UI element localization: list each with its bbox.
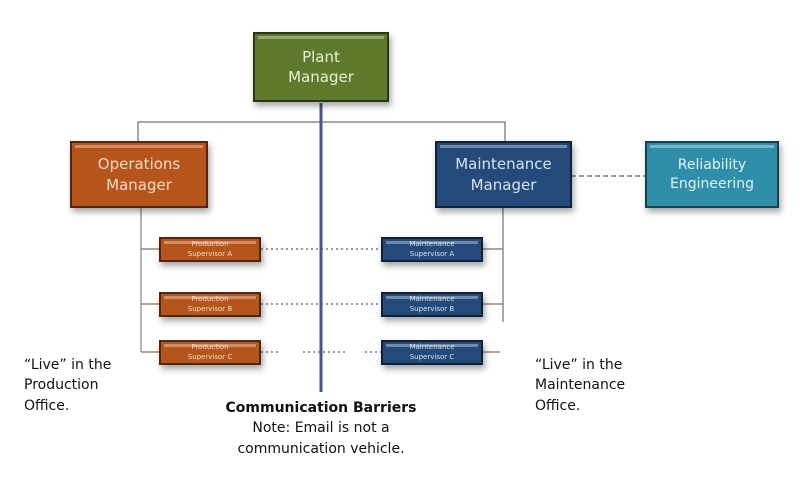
- node-maintenance-supervisor-a: Maintenance Supervisor A: [381, 237, 483, 262]
- barriers-line1: Note: Email is not a: [252, 420, 390, 437]
- node-reliability-engineering: Reliability Engineering: [645, 141, 779, 208]
- maintenance-office-line2: Maintenance: [535, 377, 626, 394]
- production-office-line2: Production: [24, 377, 99, 394]
- note-production-office: “Live” in the Production Office.: [24, 355, 111, 416]
- note-maintenance-office: “Live” in the Maintenance Office.: [535, 355, 625, 416]
- production-supervisor-a-line1: Production: [191, 239, 229, 248]
- production-supervisor-b-line2: Supervisor B: [187, 304, 233, 313]
- production-supervisor-a-line2: Supervisor A: [187, 249, 233, 258]
- production-supervisor-c-line2: Supervisor C: [187, 352, 233, 361]
- node-operations-manager: Operations Manager: [70, 141, 208, 208]
- plant-manager-line1: Plant: [302, 47, 340, 66]
- node-production-supervisor-a: Production Supervisor A: [159, 237, 261, 262]
- node-maintenance-manager: Maintenance Manager: [435, 141, 572, 208]
- maintenance-manager-line2: Manager: [470, 175, 537, 194]
- plant-manager-line2: Manager: [288, 68, 354, 86]
- maintenance-supervisor-b-line2: Supervisor B: [409, 304, 455, 313]
- maintenance-office-line1: “Live” in the: [535, 357, 623, 373]
- node-plant-manager: Plant Manager: [253, 32, 389, 102]
- maintenance-supervisor-a-line1: Maintenance: [409, 239, 455, 248]
- reliability-line2: Engineering: [670, 175, 754, 192]
- production-office-line3: Office.: [24, 397, 70, 414]
- operations-manager-line1: Operations: [97, 155, 181, 174]
- maintenance-office-line3: Office.: [535, 397, 581, 414]
- node-maintenance-supervisor-b: Maintenance Supervisor B: [381, 292, 483, 317]
- node-maintenance-supervisor-c: Maintenance Supervisor C: [381, 340, 483, 365]
- maintenance-supervisor-c-line2: Supervisor C: [409, 352, 455, 361]
- production-supervisor-c-line1: Production: [191, 342, 229, 351]
- maintenance-supervisor-a-line2: Supervisor A: [409, 249, 455, 258]
- maintenance-supervisor-c-line1: Maintenance: [409, 342, 455, 351]
- barriers-title: Communication Barriers: [225, 400, 417, 416]
- maintenance-manager-line1: Maintenance: [455, 155, 552, 174]
- production-supervisor-b-line1: Production: [191, 294, 229, 303]
- production-office-line1: “Live” in the: [24, 357, 112, 373]
- reliability-line1: Reliability: [677, 156, 747, 173]
- node-production-supervisor-c: Production Supervisor C: [159, 340, 261, 365]
- node-production-supervisor-b: Production Supervisor B: [159, 292, 261, 317]
- barriers-line2: communication vehicle.: [237, 440, 405, 457]
- operations-manager-line2: Manager: [106, 175, 172, 194]
- note-communication-barriers: Communication Barriers Note: Email is no…: [196, 398, 446, 459]
- maintenance-supervisor-b-line1: Maintenance: [409, 294, 455, 303]
